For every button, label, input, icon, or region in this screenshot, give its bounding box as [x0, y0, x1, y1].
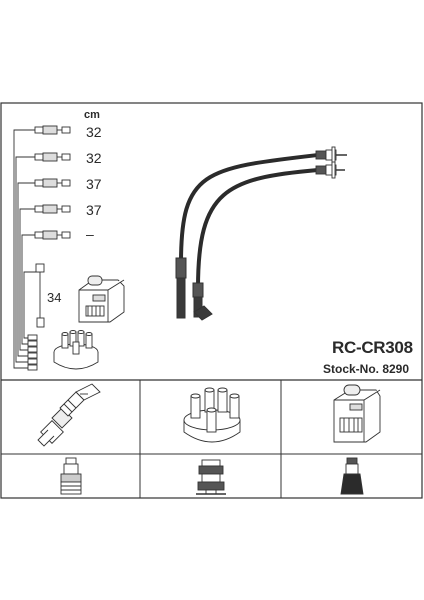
- ignition-coil-small: [78, 275, 125, 323]
- cable-4-terminal: [34, 204, 71, 214]
- cable-length-3: 37: [86, 176, 102, 192]
- unit-label: cm: [84, 109, 100, 121]
- cable-3-terminal: [34, 178, 71, 188]
- wire-end-stack: [27, 334, 38, 371]
- ignition-cables: [175, 146, 347, 321]
- cable-length-6: 34: [47, 290, 62, 305]
- distributor-cap-small: [53, 330, 99, 370]
- part-number: RC-CR308: [332, 338, 413, 357]
- cable-boot-angled: [192, 282, 213, 321]
- distributor-cap-icon: [183, 387, 241, 443]
- cable-5-terminal: [34, 230, 71, 240]
- spark-plug-icon: [37, 383, 101, 447]
- diagram-frame: [0, 102, 423, 499]
- cable-length-5: –: [86, 226, 94, 242]
- cable-terminals: [34, 125, 71, 328]
- cable-2-terminal: [34, 152, 71, 162]
- plug-boot-connector-icon: [60, 457, 82, 495]
- ignition-coil-icon: [333, 384, 381, 443]
- cable-end-connector-2: [315, 161, 345, 179]
- cable-boot-straight: [175, 257, 187, 319]
- cable-length-1: 32: [86, 124, 102, 140]
- cable-1-terminal: [34, 125, 71, 135]
- cable-length-2: 32: [86, 150, 102, 166]
- stock-number: Stock-No. 8290: [323, 362, 410, 376]
- cable-end-connector-1: [315, 146, 347, 164]
- cable-6-terminal: [35, 263, 45, 328]
- cable-length-4: 37: [86, 202, 102, 218]
- cap-terminal-connector-icon: [196, 459, 226, 495]
- cable-bundle: [13, 129, 40, 371]
- coil-boot-connector-icon: [340, 457, 364, 495]
